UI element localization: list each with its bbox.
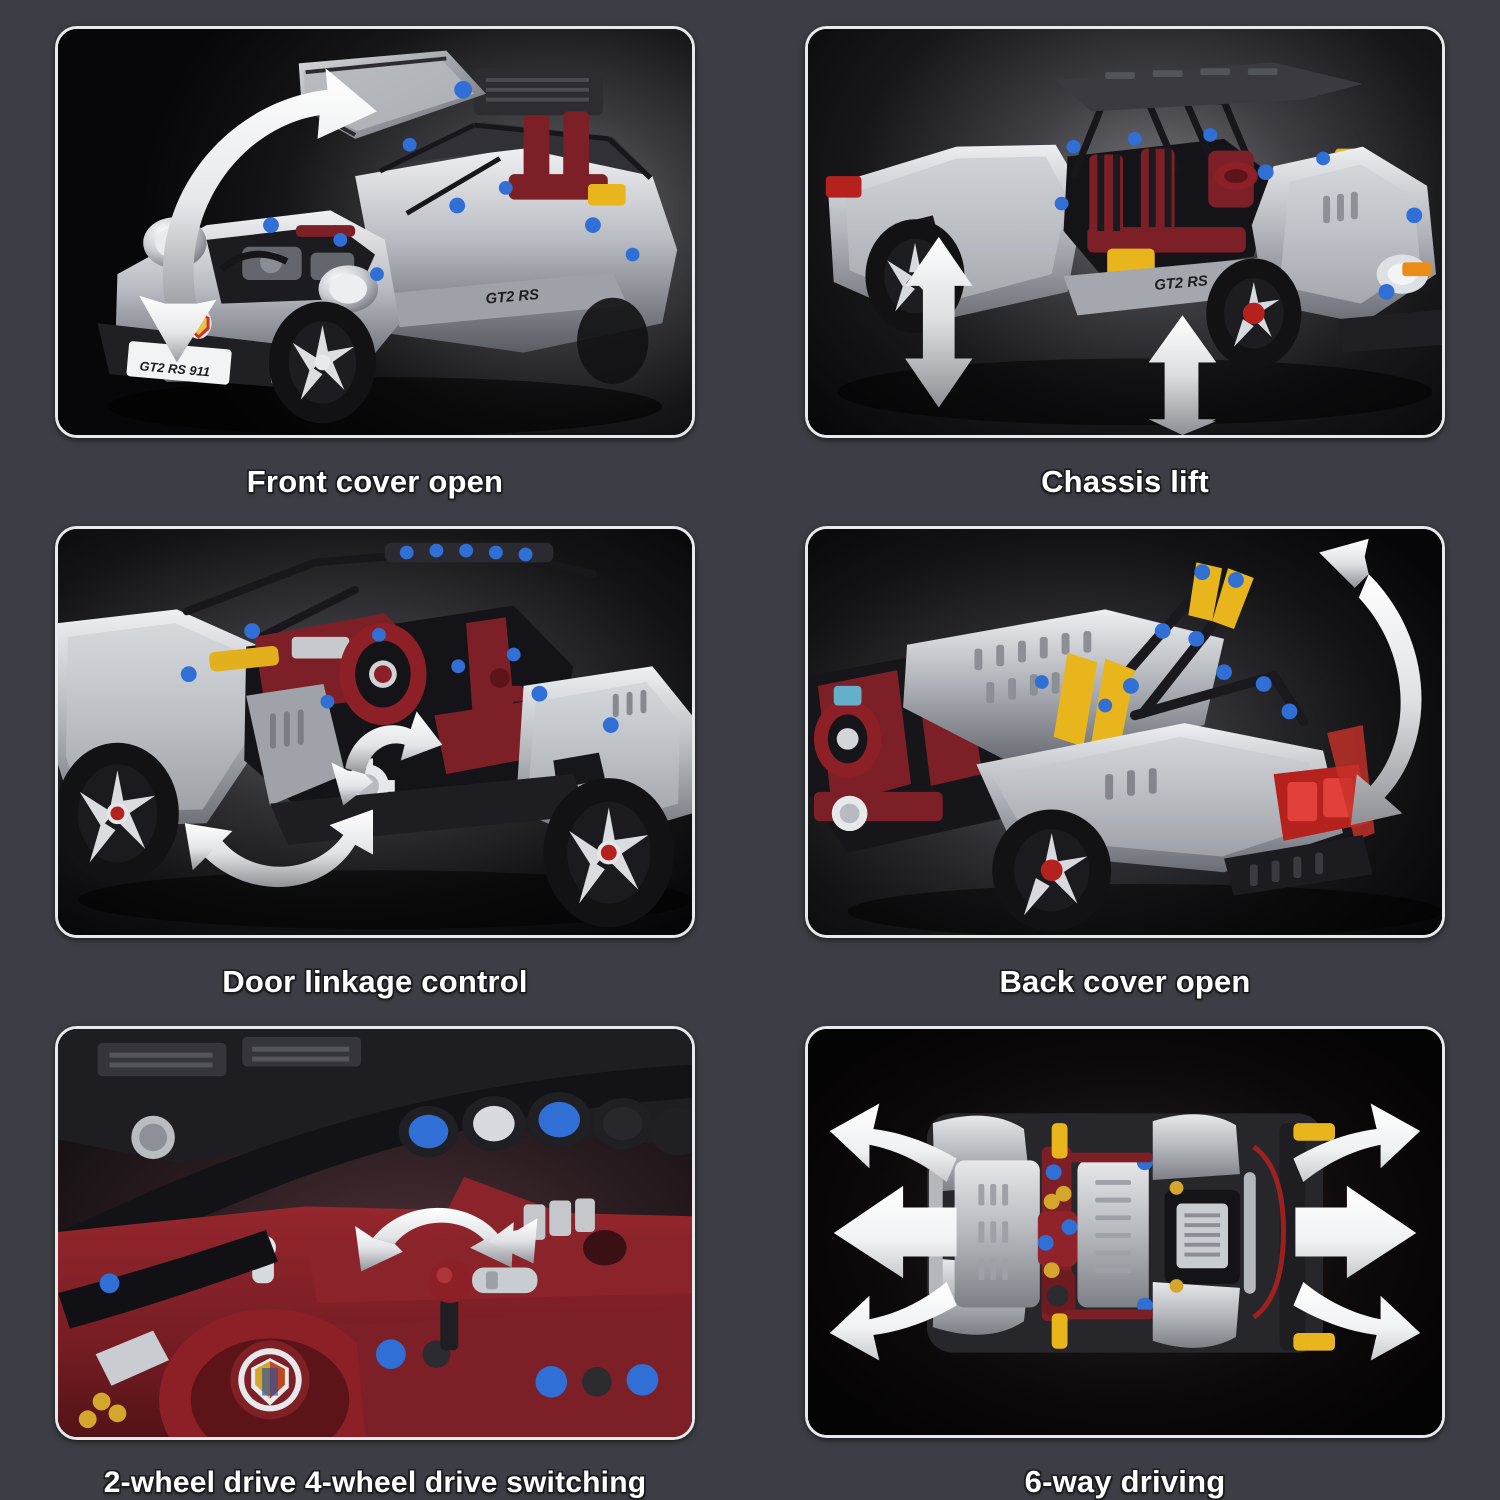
photo-back-cover-open xyxy=(808,529,1442,935)
arrow-front-left xyxy=(829,1103,957,1182)
arrow-rear-left xyxy=(829,1282,957,1361)
photo-panel-drive-mode-switching[interactable] xyxy=(55,1026,695,1440)
caption-six-way-driving: 6-way driving xyxy=(1024,1464,1226,1499)
photo-panel-door-linkage-control[interactable] xyxy=(55,526,695,938)
photo-panel-chassis-lift[interactable]: GT2 RS xyxy=(805,26,1445,438)
feature-cell-back-cover-open: Back cover open xyxy=(750,500,1500,1000)
arrow-front-right xyxy=(1293,1103,1421,1182)
caption-drive-mode-switching: 2-wheel drive 4-wheel drive switching xyxy=(103,1466,647,1499)
photo-six-way-driving xyxy=(808,1029,1442,1435)
photo-panel-front-cover-open[interactable]: GT2 RS xyxy=(55,26,695,438)
model-illustration-underside xyxy=(829,1103,1421,1361)
photo-front-cover-open: GT2 RS xyxy=(58,29,692,435)
arrow-rotate xyxy=(139,68,377,363)
arrow-right xyxy=(1295,1185,1417,1279)
caption-chassis-lift: Chassis lift xyxy=(1041,464,1209,499)
arrow-lift-right xyxy=(1148,315,1217,435)
photo-panel-back-cover-open[interactable] xyxy=(805,526,1445,938)
photo-chassis-lift: GT2 RS xyxy=(808,29,1442,435)
feature-cell-six-way-driving: 6-way driving xyxy=(750,1000,1500,1500)
model-illustration-front-cover-open: GT2 RS xyxy=(97,50,678,435)
arrow-lift-left xyxy=(905,236,973,408)
svg-text:GT2 RS 911: GT2 RS 911 xyxy=(139,358,211,379)
model-illustration-door-linkage xyxy=(58,542,692,930)
model-illustration-drive-mode xyxy=(58,1029,692,1437)
caption-back-cover-open: Back cover open xyxy=(999,964,1251,999)
caption-front-cover-open: Front cover open xyxy=(246,464,504,499)
model-illustration-back-cover xyxy=(808,538,1442,935)
photo-door-linkage-control xyxy=(58,529,692,935)
arrow-door-upper xyxy=(331,711,443,806)
svg-text:GT2 RS: GT2 RS xyxy=(485,287,540,307)
arrow-left xyxy=(833,1185,957,1279)
photo-drive-mode-switching xyxy=(58,1029,692,1437)
feature-cell-front-cover-open: GT2 RS xyxy=(0,0,750,500)
feature-cell-chassis-lift: GT2 RS xyxy=(750,0,1500,500)
feature-cell-drive-mode-switching: 2-wheel drive 4-wheel drive switching xyxy=(0,1000,750,1500)
photo-panel-six-way-driving[interactable] xyxy=(805,1026,1445,1438)
model-illustration-chassis-lift: GT2 RS xyxy=(825,62,1442,435)
feature-cell-door-linkage-control: Door linkage control xyxy=(0,500,750,1000)
caption-door-linkage-control: Door linkage control xyxy=(222,964,528,999)
arrow-rear-right xyxy=(1293,1282,1421,1361)
arrow-door-lower xyxy=(184,809,374,888)
arrow-mode-toggle xyxy=(355,1207,538,1272)
arrow-rear-rotate xyxy=(1319,538,1422,826)
svg-text:GT2 RS: GT2 RS xyxy=(1154,273,1209,293)
